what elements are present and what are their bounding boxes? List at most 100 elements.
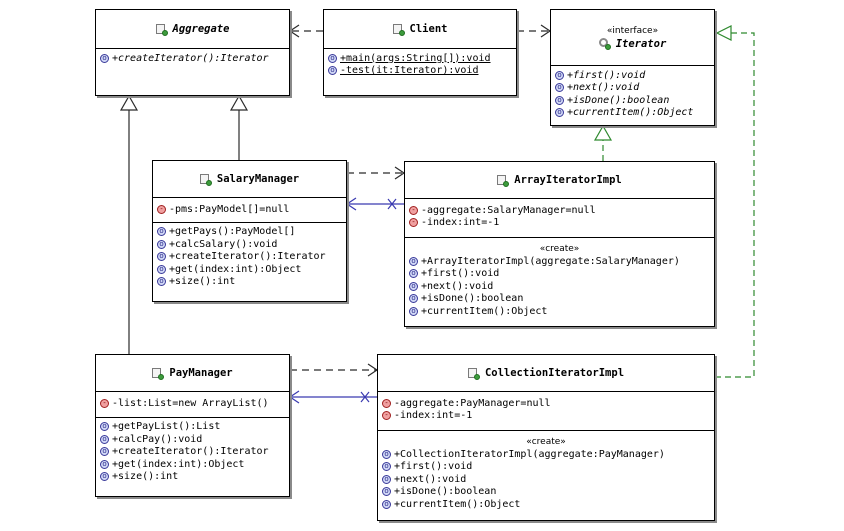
operation-row: o+calcSalary():void <box>157 238 342 251</box>
operation-row: o+calcPay():void <box>100 433 285 446</box>
operation-row: o+currentItem():Object <box>555 107 710 120</box>
class-collectioniteratorimpl[interactable]: CollectionIteratorImpl --aggregate:PayMa… <box>377 354 715 521</box>
operation-row: o+get(index:int):Object <box>100 458 285 471</box>
public-icon: o <box>328 53 337 63</box>
operations-section: o+getPays():PayModel[] o+calcSalary():vo… <box>153 223 346 292</box>
operation-text: +ArrayIteratorImpl(aggregate:SalaryManag… <box>421 255 680 267</box>
class-salarymanager[interactable]: SalaryManager --pms:PayModel[]=null o+ge… <box>152 160 347 302</box>
association-arrowhead-icon <box>345 197 357 211</box>
public-icon: o <box>157 227 166 237</box>
operation-row: o+isDone():boolean <box>382 486 710 499</box>
attribute-row: --index:int=-1 <box>382 410 710 423</box>
public-icon: o <box>100 459 109 469</box>
class-arrayiteratorimpl[interactable]: ArrayIteratorImpl --aggregate:SalaryMana… <box>404 161 715 327</box>
class-icon <box>467 367 480 380</box>
operation-text: +next():void <box>394 473 467 485</box>
private-icon: - <box>382 398 391 408</box>
operation-text: +createIterator():Iterator <box>169 251 326 263</box>
class-header: Aggregate <box>96 10 289 49</box>
class-header: SalaryManager <box>153 161 346 198</box>
class-paymanager[interactable]: PayManager --list:List=new ArrayList() o… <box>95 354 290 497</box>
attribute-row: --list:List=new ArrayList() <box>100 397 285 410</box>
operation-text: +size():int <box>112 471 179 483</box>
attributes-section: --list:List=new ArrayList() <box>96 392 289 418</box>
operation-row: o+first():void <box>409 268 710 281</box>
public-icon: o <box>100 447 109 457</box>
operations-section: «create» o+CollectionIteratorImpl(aggreg… <box>378 431 714 514</box>
operation-text: +first():void <box>421 268 500 280</box>
operation-text: +isDone():boolean <box>567 94 670 106</box>
class-name: CollectionIteratorImpl <box>484 367 625 379</box>
operation-text: +currentItem():Object <box>567 107 694 119</box>
operation-text: +first():void <box>567 69 646 81</box>
operation-text: +isDone():boolean <box>394 486 497 498</box>
attribute-text: -pms:PayModel[]=null <box>169 203 290 215</box>
operation-text: +currentItem():Object <box>421 305 548 317</box>
public-icon: o <box>555 95 564 105</box>
operation-text: +isDone():boolean <box>421 293 524 305</box>
class-header: «interface» Iterator <box>551 10 714 66</box>
operation-text: +first():void <box>394 461 473 473</box>
class-header: Client <box>324 10 516 49</box>
operation-text: +createIterator():Iterator <box>112 446 269 458</box>
operation-text: +next():void <box>567 82 640 94</box>
attributes-section: --aggregate:PayManager=null --index:int=… <box>378 392 714 431</box>
class-name: Client <box>409 23 448 35</box>
public-icon: o <box>409 269 418 279</box>
public-icon: o <box>157 264 166 274</box>
operation-text: +get(index:int):Object <box>169 263 302 275</box>
operations-section: o+main(args:String[]):void o-test(it:Ite… <box>324 49 516 80</box>
attribute-text: -aggregate:SalaryManager=null <box>421 204 596 216</box>
class-client[interactable]: Client o+main(args:String[]):void o-test… <box>323 9 517 96</box>
public-icon: o <box>157 239 166 249</box>
public-icon: o <box>382 474 391 484</box>
operation-text: +main(args:String[]):void <box>340 52 491 64</box>
attributes-section: --aggregate:SalaryManager=null --index:i… <box>405 199 714 238</box>
interface-iterator[interactable]: «interface» Iterator o+first():void o+ne… <box>550 9 715 126</box>
operation-text: +getPayList():List <box>112 421 221 433</box>
operation-row: o+getPays():PayModel[] <box>157 226 342 239</box>
create-stereotype: «create» <box>539 244 580 254</box>
operation-row: o+next():void <box>382 473 710 486</box>
operation-text: -test(it:Iterator):void <box>340 65 479 77</box>
class-icon <box>497 174 510 187</box>
stereotype-label: «interface» <box>606 25 659 36</box>
operation-row: o+getPayList():List <box>100 421 285 434</box>
realization-arrowhead-icon <box>593 124 613 141</box>
interface-icon <box>598 38 611 50</box>
operation-row: o+size():int <box>157 276 342 289</box>
operation-row: o+isDone():boolean <box>409 293 710 306</box>
operation-row: o+main(args:String[]):void <box>328 52 512 65</box>
operation-row: o+get(index:int):Object <box>157 263 342 276</box>
public-icon: o <box>382 487 391 497</box>
attribute-text: -aggregate:PayManager=null <box>394 397 551 409</box>
private-icon: - <box>382 411 391 421</box>
private-icon: - <box>409 205 418 215</box>
public-icon: o <box>157 277 166 287</box>
operation-row: o+first():void <box>382 461 710 474</box>
operation-row: o+currentItem():Object <box>382 498 710 511</box>
public-icon: o <box>409 256 418 266</box>
class-aggregate[interactable]: Aggregate o+createIterator():Iterator <box>95 9 290 96</box>
public-icon: o <box>555 108 564 118</box>
operation-row: o+createIterator():Iterator <box>100 52 285 65</box>
public-icon: o <box>100 422 109 432</box>
attribute-row: --aggregate:PayManager=null <box>382 397 710 410</box>
attributes-section: --pms:PayModel[]=null <box>153 198 346 223</box>
operations-section: o+first():void o+next():void o+isDone():… <box>551 66 714 122</box>
class-name: ArrayIteratorImpl <box>514 174 622 186</box>
class-name: SalaryManager <box>216 173 300 185</box>
public-icon: o <box>555 70 564 80</box>
association-x-icon <box>387 198 397 210</box>
operation-row: o+size():int <box>100 471 285 484</box>
operation-row: o+createIterator():Iterator <box>157 251 342 264</box>
class-icon <box>155 23 168 36</box>
attribute-text: -index:int=-1 <box>421 217 500 229</box>
operation-row: o+CollectionIteratorImpl(aggregate:PayMa… <box>382 448 710 461</box>
association-x-icon <box>360 391 370 403</box>
class-name: PayManager <box>169 367 233 379</box>
operation-row: o-test(it:Iterator):void <box>328 65 512 78</box>
operation-text: +size():int <box>169 276 236 288</box>
public-icon: o <box>157 252 166 262</box>
